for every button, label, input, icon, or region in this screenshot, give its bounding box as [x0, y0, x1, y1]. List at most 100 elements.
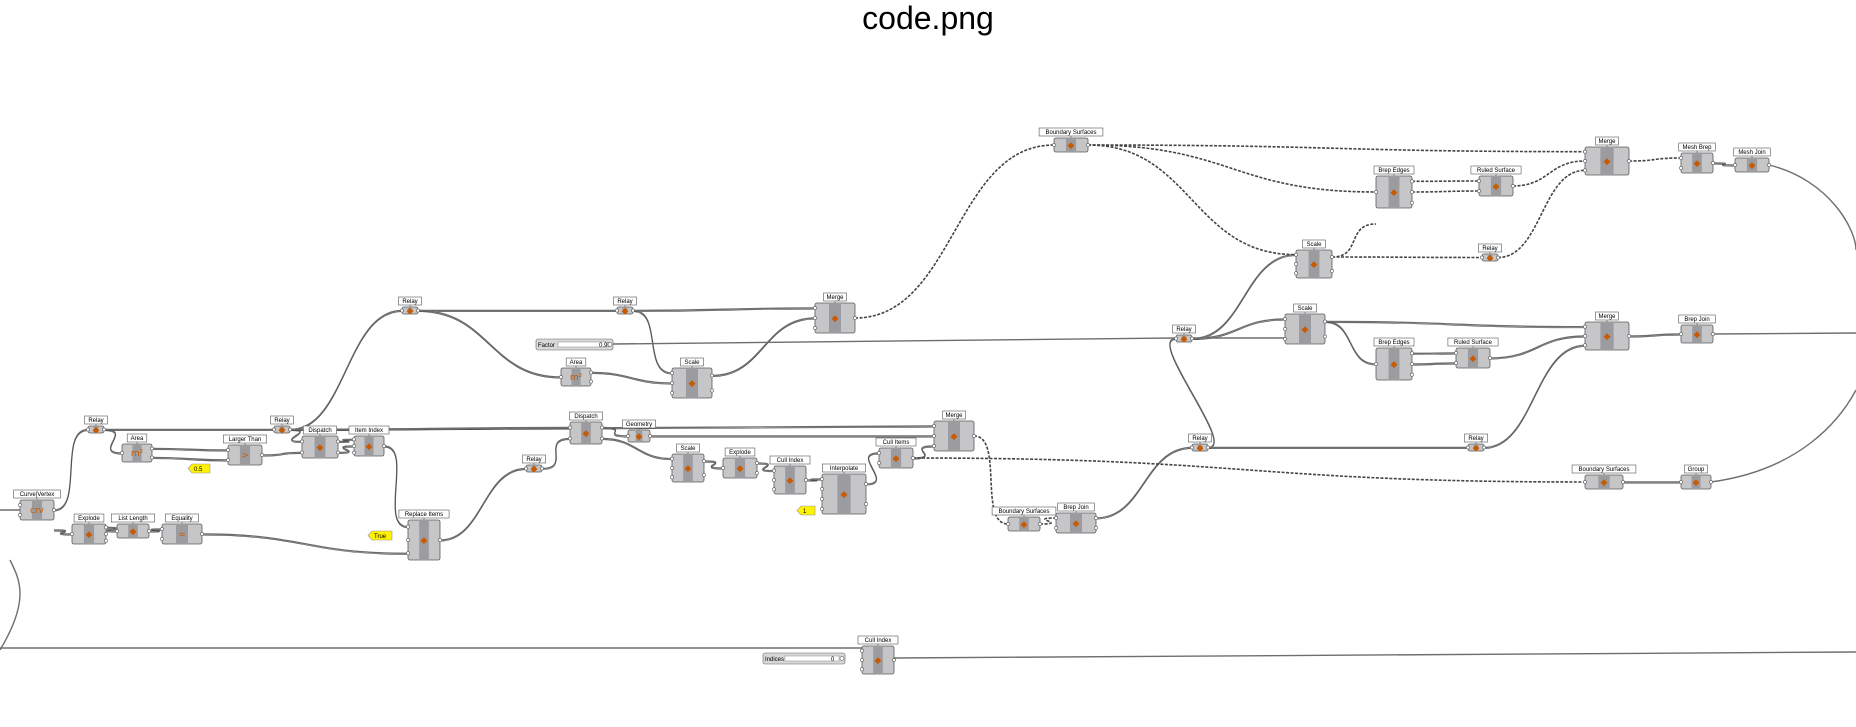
output-port[interactable] [853, 316, 857, 320]
node-relay4[interactable]: Relay◆ [613, 296, 637, 317]
output-port[interactable] [1330, 255, 1334, 259]
output-port[interactable] [1711, 161, 1715, 165]
input-port[interactable] [226, 448, 230, 452]
output-port[interactable] [104, 525, 108, 530]
output-port[interactable] [438, 538, 442, 542]
node-larger[interactable]: Larger Than> [223, 434, 268, 466]
output-port[interactable] [1086, 143, 1090, 147]
input-port[interactable] [1052, 143, 1056, 147]
output-port[interactable] [1627, 334, 1631, 338]
panel-panel2[interactable]: True [367, 530, 393, 541]
node-geometry[interactable]: Geometry◆ [622, 419, 656, 443]
output-port[interactable] [1410, 351, 1414, 356]
node-merge3[interactable]: Merge◆ [1583, 136, 1631, 176]
input-port[interactable] [1054, 516, 1058, 520]
input-port[interactable] [1679, 166, 1683, 170]
input-port[interactable] [1583, 324, 1587, 329]
output-port[interactable] [1038, 522, 1042, 526]
node-listlength[interactable]: List Length◆ [111, 513, 156, 539]
input-port[interactable] [772, 478, 776, 482]
input-port[interactable] [820, 507, 824, 511]
input-port[interactable] [877, 451, 881, 455]
output-port[interactable] [147, 529, 151, 533]
output-port[interactable] [702, 459, 706, 463]
output-port[interactable] [1410, 200, 1414, 205]
node-ruled2[interactable]: Ruled Surface◆ [1447, 337, 1499, 369]
output-port[interactable] [1410, 179, 1414, 184]
output-port[interactable] [1496, 255, 1500, 260]
output-port[interactable] [336, 439, 340, 444]
input-port[interactable] [877, 461, 881, 465]
panel-panel1[interactable]: 0.5 [187, 463, 211, 474]
output-port[interactable] [1709, 480, 1713, 484]
input-port[interactable] [406, 538, 410, 542]
input-port[interactable] [1480, 255, 1484, 260]
output-port[interactable] [755, 461, 759, 465]
output-port[interactable] [864, 502, 868, 506]
node-merge4[interactable]: Merge◆ [1583, 311, 1631, 351]
input-port[interactable] [813, 316, 817, 320]
input-port[interactable] [820, 497, 824, 501]
output-port[interactable] [52, 508, 56, 512]
input-port[interactable] [300, 450, 304, 455]
node-relay7[interactable]: Relay◆ [1172, 324, 1196, 345]
output-port[interactable] [104, 538, 108, 543]
input-port[interactable] [1583, 159, 1587, 163]
input-port[interactable] [226, 458, 230, 462]
input-port[interactable] [559, 375, 563, 379]
input-port[interactable] [1190, 445, 1194, 450]
node-brepjoin2[interactable]: Brep Join◆ [1678, 314, 1716, 344]
slider-track[interactable] [557, 341, 608, 348]
output-port[interactable] [1711, 332, 1715, 336]
input-port[interactable] [1466, 445, 1470, 450]
input-port[interactable] [670, 466, 674, 470]
input-port[interactable] [1477, 179, 1481, 183]
node-relay9[interactable]: Relay◆ [1464, 433, 1488, 454]
output-port[interactable] [710, 388, 714, 393]
output-port[interactable] [589, 370, 593, 375]
output-port[interactable] [540, 466, 544, 471]
input-port[interactable] [272, 427, 276, 432]
node-cullindex1[interactable]: Cull Index◆ [769, 455, 811, 495]
node-itemindex[interactable]: Item Index◆ [348, 425, 390, 457]
input-port[interactable] [1283, 327, 1287, 331]
input-port[interactable] [1733, 163, 1737, 167]
output-port[interactable] [892, 658, 896, 662]
input-port[interactable] [1454, 351, 1458, 355]
input-port[interactable] [568, 425, 572, 430]
output-port[interactable] [1094, 516, 1098, 520]
output-port[interactable] [631, 308, 635, 313]
node-meshjoin[interactable]: Mesh Join◆ [1733, 147, 1771, 173]
node-interpolate[interactable]: Interpolate◆ [820, 463, 868, 515]
input-port[interactable] [352, 450, 356, 455]
output-port[interactable] [1621, 480, 1625, 484]
slider-handle[interactable] [607, 342, 613, 347]
input-port[interactable] [670, 456, 674, 461]
input-port[interactable] [115, 529, 119, 533]
node-replaceitems[interactable]: Replace Items◆ [398, 509, 450, 561]
output-port[interactable] [288, 427, 292, 432]
input-port[interactable] [820, 487, 824, 491]
input-port[interactable] [86, 427, 90, 432]
output-port[interactable] [1627, 159, 1631, 163]
input-port[interactable] [820, 477, 824, 481]
output-port[interactable] [104, 532, 108, 536]
input-port[interactable] [772, 487, 776, 492]
output-port[interactable] [600, 436, 604, 441]
slider-handle[interactable] [839, 656, 845, 661]
output-port[interactable] [1410, 190, 1414, 194]
input-port[interactable] [615, 308, 619, 313]
input-port[interactable] [670, 371, 674, 375]
node-cullitems[interactable]: Cull Items◆ [875, 437, 917, 469]
input-port[interactable] [813, 306, 817, 310]
input-port[interactable] [1283, 337, 1287, 341]
output-port[interactable] [804, 478, 808, 482]
input-port[interactable] [813, 326, 817, 330]
output-port[interactable] [1767, 163, 1771, 167]
input-port[interactable] [1006, 522, 1010, 526]
input-port[interactable] [18, 513, 22, 517]
input-port[interactable] [406, 551, 410, 556]
